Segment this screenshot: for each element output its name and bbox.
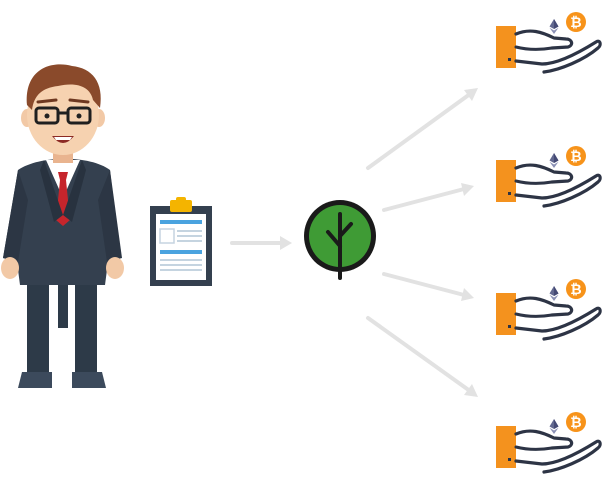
hand-with-coins-icon xyxy=(494,24,602,74)
arrow-to-recipient-1 xyxy=(366,88,478,170)
ethereum-icon xyxy=(549,153,559,168)
bitcoin-icon xyxy=(566,146,586,166)
ethereum-icon xyxy=(549,419,559,434)
bitcoin-icon xyxy=(566,279,586,299)
arrow-to-recipient-3 xyxy=(382,272,474,301)
bitcoin-icon xyxy=(566,412,586,432)
arrow-to-recipient-2 xyxy=(382,183,474,212)
recipient-1 xyxy=(494,12,602,74)
hand-with-coins-icon xyxy=(494,291,602,341)
arrow-to-hub xyxy=(230,236,292,250)
bitcoin-icon xyxy=(566,12,586,32)
hand-with-coins-icon xyxy=(494,424,602,474)
flow-arrows xyxy=(230,88,478,397)
recipient-2 xyxy=(494,146,602,208)
ethereum-icon xyxy=(549,286,559,301)
tree-logo-icon xyxy=(304,200,376,280)
hand-with-coins-icon xyxy=(494,158,602,208)
recipient-4 xyxy=(494,412,602,474)
businessman-icon xyxy=(1,64,124,388)
recipient-3 xyxy=(494,279,602,341)
arrow-to-recipient-4 xyxy=(366,316,478,397)
ethereum-icon xyxy=(549,19,559,34)
clipboard-document-icon xyxy=(150,197,212,286)
